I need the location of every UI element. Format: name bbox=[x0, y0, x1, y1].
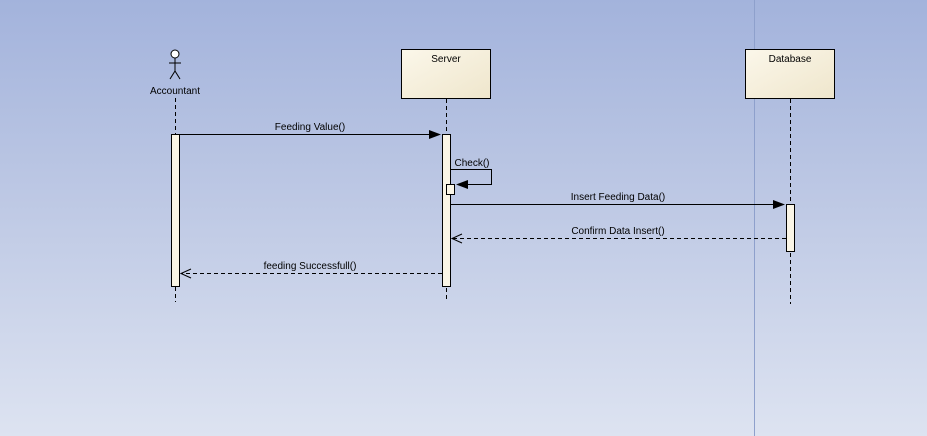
message-insert-feeding-data[interactable]: Insert Feeding Data() bbox=[451, 192, 785, 209]
arrowhead-filled-icon bbox=[429, 130, 441, 139]
message-label-check: Check() bbox=[454, 158, 489, 169]
activation-bar-server[interactable] bbox=[442, 134, 451, 287]
arrowhead-open-icon bbox=[179, 268, 192, 279]
message-label-feeding-successfull: feeding Successfull() bbox=[264, 261, 357, 272]
lifeline-label-database: Database bbox=[769, 54, 812, 65]
arrowhead-filled-icon bbox=[773, 200, 785, 209]
activation-bar-database[interactable] bbox=[786, 204, 795, 252]
message-feeding-value[interactable]: Feeding Value() bbox=[180, 122, 441, 139]
activation-bar-server-check[interactable] bbox=[446, 184, 455, 195]
actor-accountant[interactable]: Accountant bbox=[150, 49, 200, 97]
message-label-feeding-value: Feeding Value() bbox=[275, 122, 345, 133]
message-confirm-data-insert[interactable]: Confirm Data Insert() bbox=[450, 226, 786, 244]
arrowhead-open-icon bbox=[450, 233, 463, 244]
lifeline-box-server bbox=[401, 49, 491, 99]
message-label-confirm-data-insert: Confirm Data Insert() bbox=[571, 226, 664, 237]
lifeline-database[interactable]: Database bbox=[745, 49, 835, 99]
message-check[interactable]: Check() bbox=[451, 158, 492, 189]
lifeline-server[interactable]: Server bbox=[401, 49, 491, 99]
activation-bar-accountant[interactable] bbox=[171, 134, 180, 287]
message-label-insert-feeding-data: Insert Feeding Data() bbox=[571, 192, 666, 203]
arrowhead-filled-icon bbox=[456, 180, 468, 189]
lifeline-box-database bbox=[745, 49, 835, 99]
stick-figure-icon bbox=[169, 49, 181, 80]
actor-label-accountant: Accountant bbox=[150, 86, 200, 97]
lifeline-label-server: Server bbox=[431, 54, 461, 65]
message-feeding-successfull[interactable]: feeding Successfull() bbox=[179, 261, 442, 279]
